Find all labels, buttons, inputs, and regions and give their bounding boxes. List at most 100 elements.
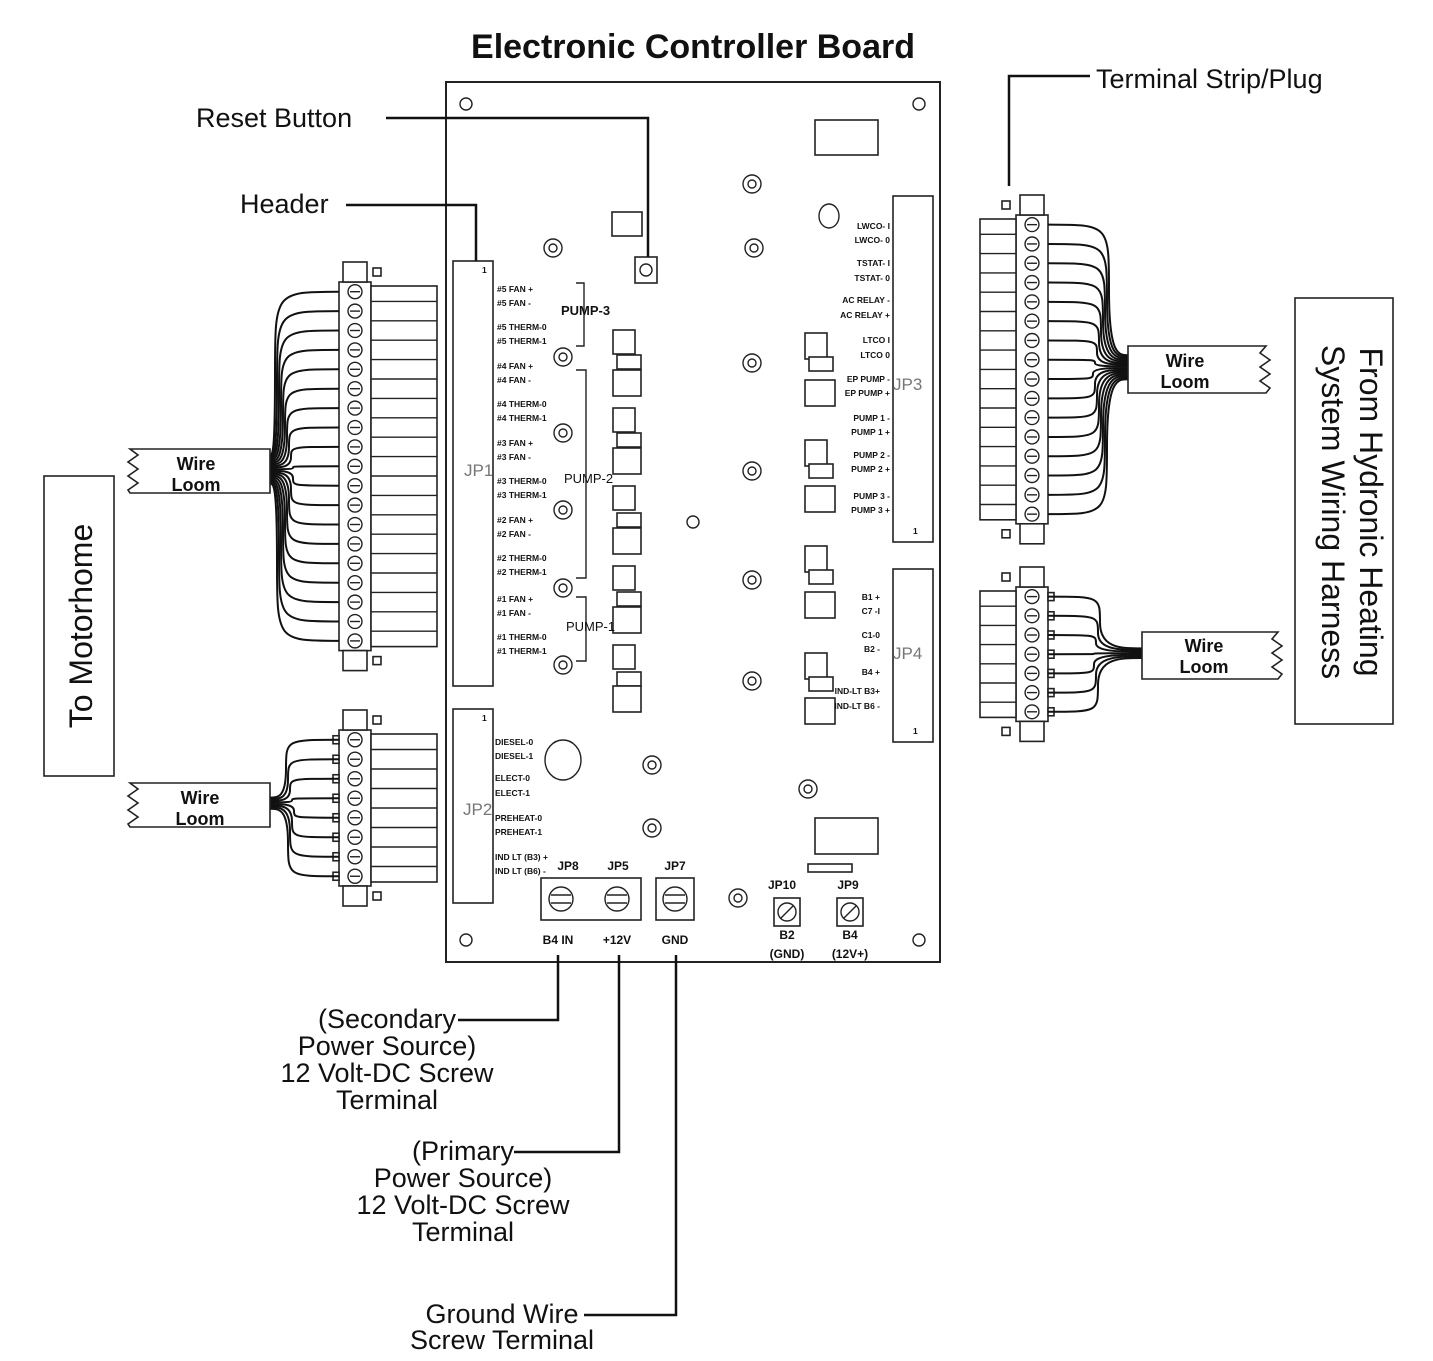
jp2-pin-label: IND LT (B3) +	[495, 852, 548, 862]
jp2-pin-label: DIESEL-1	[495, 751, 534, 761]
jp3-pin-label: PUMP 3 -	[853, 491, 890, 501]
reset-component	[611, 211, 643, 237]
relay-chip-lower	[814, 817, 879, 855]
secondary-line4: Terminal	[336, 1085, 438, 1115]
wire-loom-right-lower: Wire Loom	[1141, 631, 1284, 680]
secondary-line2: Power Source)	[298, 1031, 477, 1061]
jp10-gnd-label: (GND)	[770, 947, 805, 961]
jp1-pin-label: #1 THERM-1	[497, 646, 547, 656]
relay-chip	[814, 119, 879, 156]
jp3-pin-label: AC RELAY -	[842, 295, 890, 305]
jp1-pin-label: #2 FAN -	[497, 529, 531, 539]
mounting-holes	[459, 97, 926, 947]
jp4-number: 1	[913, 726, 918, 736]
loom-loom-text: Loom	[176, 809, 225, 829]
secondary-line3: 12 Volt-DC Screw	[280, 1058, 494, 1088]
controller-board	[445, 81, 941, 963]
header-leader	[346, 203, 478, 261]
jp10-label: JP10	[768, 878, 796, 892]
wire-loom-left-lower: Wire Loom	[126, 782, 271, 829]
pump-brackets	[576, 282, 587, 662]
jp3-pin-label: EP PUMP +	[845, 388, 890, 398]
jp2-header: 1 JP2	[452, 708, 494, 904]
jp9-b4-label: B4	[842, 928, 858, 942]
jumpers	[773, 897, 864, 927]
loom-loom-text: Loom	[1180, 657, 1229, 677]
jp1-label: JP1	[464, 461, 493, 480]
jp2-pin-label: PREHEAT-0	[495, 813, 542, 823]
board-components-right	[804, 332, 836, 725]
jp4-pin-label: B1 +	[862, 592, 880, 602]
jp1-pin-label: #1 FAN -	[497, 608, 531, 618]
header-callout: Header	[240, 189, 329, 219]
jp3-pin-label: LWCO- 0	[855, 235, 891, 245]
jp2-pin-label: DIESEL-0	[495, 737, 534, 747]
jp3-pin-label: LTCO I	[863, 335, 890, 345]
jp1-pin-label: #1 THERM-0	[497, 632, 547, 642]
jp1-pin-label: #3 THERM-1	[497, 490, 547, 500]
loom-wire-text: Wire	[1166, 351, 1205, 371]
jp1-pin-labels: #5 FAN +#5 FAN -#5 THERM-0#5 THERM-1#4 F…	[497, 284, 547, 656]
jp1-pin-label: #2 THERM-0	[497, 553, 547, 563]
wire-loom-left-upper: Wire Loom	[126, 448, 271, 495]
jp4-pin-label: C1-0	[862, 630, 881, 640]
board-components-left	[612, 329, 642, 713]
jp1-pin-label: #4 THERM-1	[497, 413, 547, 423]
terminal-strip-leader	[1007, 74, 1090, 186]
jp2-number: 1	[482, 713, 487, 723]
loom-wire-text: Wire	[181, 788, 220, 808]
to-motorhome-label: To Motorhome	[63, 524, 99, 729]
pump-3-label: PUMP-3	[561, 303, 610, 318]
jp1-pin-label: #3 FAN +	[497, 438, 533, 448]
jp4-label: JP4	[893, 644, 922, 663]
jp8-label: JP8	[557, 859, 579, 873]
primary-line2: Power Source)	[374, 1163, 553, 1193]
from-hydronic-box	[1294, 297, 1394, 725]
jp3-pin-label: TSTAT- 0	[854, 273, 890, 283]
reset-button-callout: Reset Button	[196, 103, 352, 133]
jp4-pin-labels: B1 +C7 -IC1-0B2 -B4 +IND-LT B3+IND-LT B6…	[834, 592, 880, 711]
reset-button[interactable]	[634, 256, 658, 284]
jp7-label: JP7	[664, 859, 686, 873]
jp2-pin-labels: DIESEL-0DIESEL-1ELECT-0ELECT-1PREHEAT-0P…	[495, 737, 548, 876]
ground-line1: Ground Wire	[425, 1299, 578, 1329]
jp3-pin-label: TSTAT- I	[857, 258, 890, 268]
jp4-pin-label: C7 -I	[862, 606, 880, 616]
jp3-pin-label: LWCO- I	[857, 221, 890, 231]
jp3-pin-label: EP PUMP -	[847, 374, 890, 384]
primary-line3: 12 Volt-DC Screw	[356, 1190, 570, 1220]
gnd-label: GND	[662, 933, 689, 947]
loom-wire-text: Wire	[177, 454, 216, 474]
reset-button-leader	[386, 116, 650, 257]
secondary-line1: (Secondary	[318, 1004, 457, 1034]
ground-line2: Screw Terminal	[410, 1325, 594, 1355]
jp3-pin-label: PUMP 1 -	[853, 413, 890, 423]
terminal-strip-callout: Terminal Strip/Plug	[1096, 64, 1323, 94]
pump-2-label: PUMP-2	[564, 471, 613, 486]
jp1-pin-label: #5 FAN -	[497, 298, 531, 308]
terminal-strip-left-lower	[269, 709, 438, 907]
loom-loom-text: Loom	[172, 475, 221, 495]
jp4-header: 1 JP4	[892, 568, 934, 743]
loom-loom-text: Loom	[1161, 372, 1210, 392]
jp3-header: 1 JP3	[892, 195, 934, 543]
primary-line4: Terminal	[412, 1217, 514, 1247]
jp1-pin-label: #5 THERM-0	[497, 322, 547, 332]
jp3-pin-label: PUMP 2 -	[853, 450, 890, 460]
jp3-number: 1	[913, 526, 918, 536]
terminal-strip-right-lower	[979, 566, 1143, 743]
wire-loom-right-upper: Wire Loom	[1127, 345, 1272, 394]
jp1-pin-label: #4 THERM-0	[497, 399, 547, 409]
plus-12v-label: +12V	[603, 933, 631, 947]
jp1-header: 1 JP1	[452, 260, 494, 687]
primary-power-callout: (Primary Power Source) 12 Volt-DC Screw …	[356, 1136, 570, 1247]
buzzer	[544, 739, 582, 781]
jp2-label: JP2	[463, 800, 492, 819]
jp4-pin-label: B2 -	[864, 644, 880, 654]
jp4-pin-label: IND-LT B3+	[835, 686, 880, 696]
jp9-label: JP9	[837, 878, 859, 892]
jp2-pin-label: PREHEAT-1	[495, 827, 542, 837]
jp2-pin-label: IND LT (B6) -	[495, 866, 546, 876]
